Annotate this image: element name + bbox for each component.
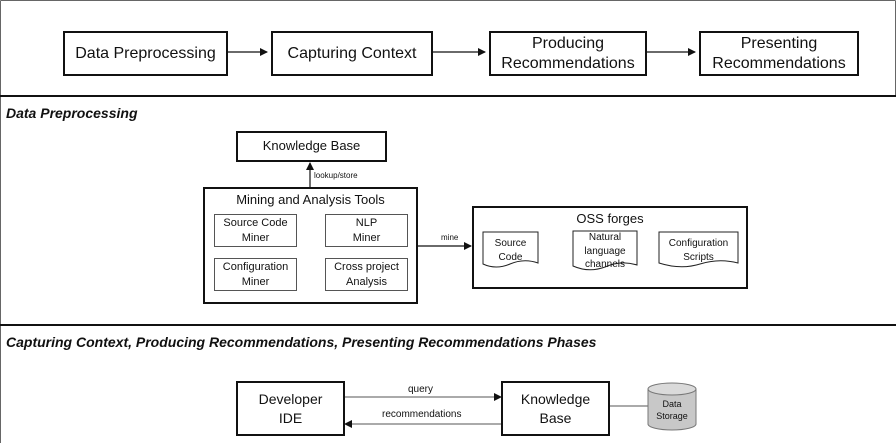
pipeline-step-capturing-context: Capturing Context: [271, 31, 433, 76]
knowledge-base-label: Knowledge Base: [262, 138, 361, 154]
phase-knowledge-base-box: Knowledge Base: [501, 381, 610, 436]
forge-doc-natural-language-channels: Natural language channels: [573, 231, 637, 270]
lookup-store-label: lookup/store: [314, 171, 358, 180]
developer-ide-box: Developer IDE: [236, 381, 345, 436]
tool-label: NLP Miner: [352, 217, 381, 244]
data-storage-label: Data Storage: [656, 399, 688, 421]
oss-forges-container: OSS forges: [472, 206, 748, 289]
oss-forges-title: OSS forges: [576, 211, 644, 226]
knowledge-base-box: Knowledge Base: [236, 131, 387, 162]
mining-tools-title: Mining and Analysis Tools: [236, 192, 385, 207]
tool-cross-project-analysis: Cross project Analysis: [325, 258, 408, 291]
forge-doc-label: Configuration Scripts: [668, 238, 729, 263]
pipeline-step-presenting-recommendations: Presenting Recommendations: [699, 31, 859, 76]
tool-configuration-miner: Configuration Miner: [214, 258, 297, 291]
data-storage-cylinder: [647, 382, 697, 431]
tool-label: Cross project Analysis: [334, 261, 399, 288]
phase-knowledge-base-label: Knowledge Base: [520, 391, 591, 426]
pipeline-step-label: Capturing Context: [287, 44, 417, 62]
section-title-phases: Capturing Context, Producing Recommendat…: [6, 334, 597, 350]
recommendations-label: recommendations: [382, 409, 462, 420]
developer-ide-label: Developer IDE: [258, 391, 323, 426]
forge-doc-label: Natural language channels: [584, 232, 626, 270]
section-title-data-preprocessing: Data Preprocessing: [6, 105, 138, 121]
tool-source-code-miner: Source Code Miner: [214, 214, 297, 247]
forge-doc-shapes: [482, 230, 739, 271]
pipeline-step-producing-recommendations: Producing Recommendations: [489, 31, 647, 76]
tool-label: Source Code Miner: [223, 217, 288, 244]
forge-doc-configuration-scripts: Configuration Scripts: [659, 232, 738, 266]
pipeline-step-label: Presenting Recommendations: [712, 34, 846, 72]
pipeline-step-label: Data Preprocessing: [75, 44, 216, 62]
query-label: query: [408, 384, 434, 395]
mine-label: mine: [441, 233, 459, 242]
pipeline-step-label: Producing Recommendations: [501, 34, 635, 72]
forge-doc-source-code: Source Code: [483, 232, 538, 266]
forge-doc-label: Source Code: [494, 238, 527, 263]
pipeline-step-data-preprocessing: Data Preprocessing: [63, 31, 228, 76]
tool-label: Configuration Miner: [222, 261, 289, 288]
tool-nlp-miner: NLP Miner: [325, 214, 408, 247]
